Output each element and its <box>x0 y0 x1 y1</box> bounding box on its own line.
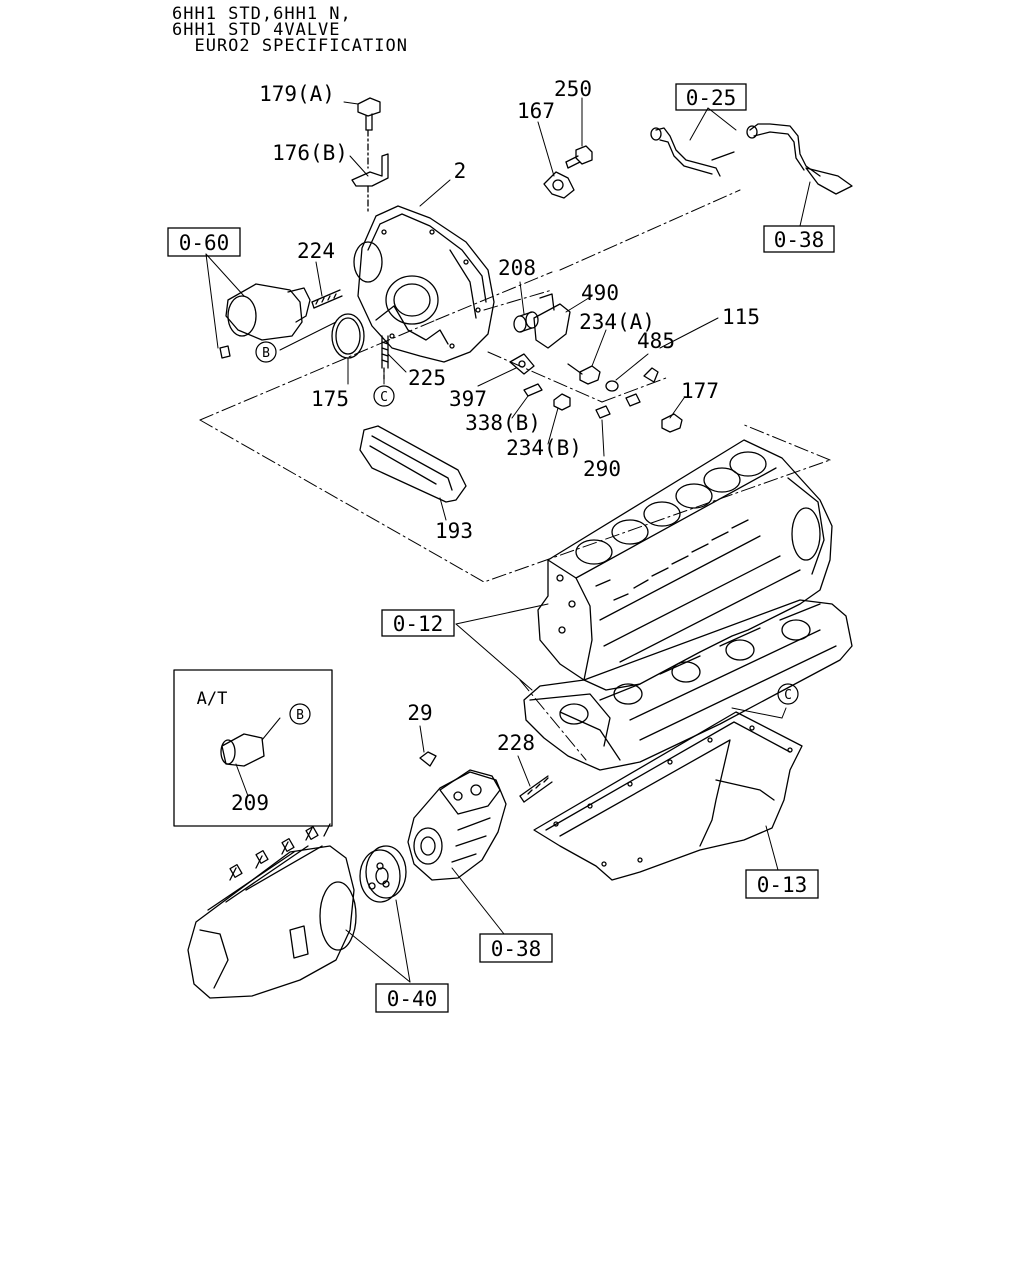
bushing-208 <box>513 311 539 333</box>
callout-2: 2 <box>454 159 467 183</box>
callout-29: 29 <box>407 701 432 725</box>
ref-boxes <box>167 83 835 1013</box>
ref-box-0-38-bottom[interactable] <box>479 933 553 963</box>
callout-176: 176(B) <box>272 141 348 165</box>
plate-397 <box>509 353 535 375</box>
ref-label-0-38-top[interactable]: 0-38 <box>774 228 825 252</box>
ref-box-0-40[interactable] <box>375 983 449 1013</box>
callout-228: 228 <box>497 731 535 755</box>
bolt-250 <box>565 145 593 169</box>
callout-179: 179(A) <box>259 82 335 106</box>
callout-485: 485 <box>637 329 675 353</box>
ref-box-0-38-top[interactable] <box>763 225 835 253</box>
callout-338: 338(B) <box>465 411 541 435</box>
bolt-179 <box>357 97 381 131</box>
circle-b-label: B <box>262 346 270 361</box>
bracket-490 <box>533 293 571 349</box>
callout-397: 397 <box>449 387 487 411</box>
pipe-0-25 <box>650 127 735 177</box>
key-29 <box>419 751 437 767</box>
gasket-167 <box>543 171 575 199</box>
callout-250: 250 <box>554 77 592 101</box>
ref-label-0-60[interactable]: 0-60 <box>179 231 230 255</box>
oil-seal-175 <box>331 313 365 359</box>
header-line-2: 6HH1 STD 4VALVE <box>172 20 341 40</box>
bolt-234a <box>567 363 601 385</box>
callout-167: 167 <box>517 99 555 123</box>
stud-224 <box>311 289 343 309</box>
starter-motor <box>219 283 311 359</box>
injection-pump <box>187 823 357 999</box>
bracket-176 <box>351 129 389 215</box>
circle-b-label-2: B <box>296 708 304 723</box>
circle-c-label-2: C <box>784 688 792 703</box>
callout-177: 177 <box>681 379 719 403</box>
flywheel-housing <box>353 205 495 363</box>
air-compressor <box>407 769 507 881</box>
callout-290: 290 <box>583 457 621 481</box>
callout-225: 225 <box>408 366 446 390</box>
ref-box-0-25[interactable] <box>675 83 747 111</box>
ref-label-0-40[interactable]: 0-40 <box>387 987 438 1011</box>
bolt-290 <box>595 405 611 419</box>
callout-193: 193 <box>435 519 473 543</box>
callout-115: 115 <box>722 305 760 329</box>
callout-224: 224 <box>297 239 335 263</box>
ref-label-0-13[interactable]: 0-13 <box>757 873 808 897</box>
lower-crankcase <box>523 599 853 771</box>
callout-208: 208 <box>498 256 536 280</box>
ref-label-0-25[interactable]: 0-25 <box>686 86 737 110</box>
circle-c-label: C <box>380 390 388 405</box>
leader-lines <box>205 97 811 983</box>
oil-pan <box>533 711 803 881</box>
stud-228 <box>519 775 553 803</box>
ref-box-0-12[interactable] <box>381 609 455 637</box>
washer-485 <box>605 367 659 407</box>
ref-box-0-60[interactable] <box>167 227 241 257</box>
assembly-guide-lines <box>199 189 831 761</box>
at-inset-box <box>173 669 333 827</box>
callout-234a: 234(A) <box>579 310 655 334</box>
bolt-234b <box>553 393 571 411</box>
bolt-338 <box>523 383 543 397</box>
callout-490: 490 <box>581 281 619 305</box>
ref-box-0-13[interactable] <box>745 869 819 899</box>
callout-209: 209 <box>231 791 269 815</box>
pipe-0-38-top <box>746 123 853 195</box>
header-line-3: EURO2 SPECIFICATION <box>172 36 408 56</box>
pump-coupling <box>359 845 407 903</box>
ref-label-0-12[interactable]: 0-12 <box>393 612 444 636</box>
cylinder-block <box>537 439 833 691</box>
callout-175: 175 <box>311 387 349 411</box>
ref-label-0-38-bottom[interactable]: 0-38 <box>491 937 542 961</box>
header-line-1: 6HH1 STD,6HH1 N, <box>172 4 352 24</box>
callout-234b: 234(B) <box>506 436 582 460</box>
at-label: A/T <box>197 689 228 709</box>
bolt-177 <box>661 413 683 433</box>
cover-193 <box>359 425 467 503</box>
circle-markers <box>255 341 799 725</box>
